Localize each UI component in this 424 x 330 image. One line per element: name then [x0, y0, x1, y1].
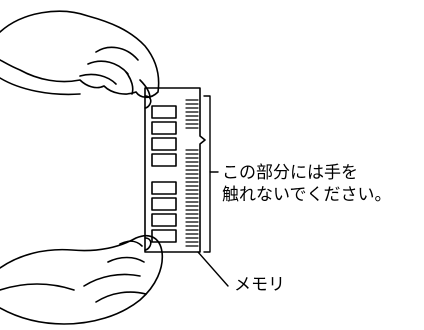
memory-module: [144, 87, 206, 253]
memory-leader-line: [197, 251, 229, 287]
caption-line-2: 触れないでください。: [222, 185, 392, 205]
memory-label: メモリ: [234, 275, 285, 295]
caption-line-1: この部分には手を: [222, 163, 358, 183]
contact-area-bracket: [203, 95, 211, 253]
bottom-hand: [0, 234, 164, 325]
top-hand: [0, 10, 160, 99]
